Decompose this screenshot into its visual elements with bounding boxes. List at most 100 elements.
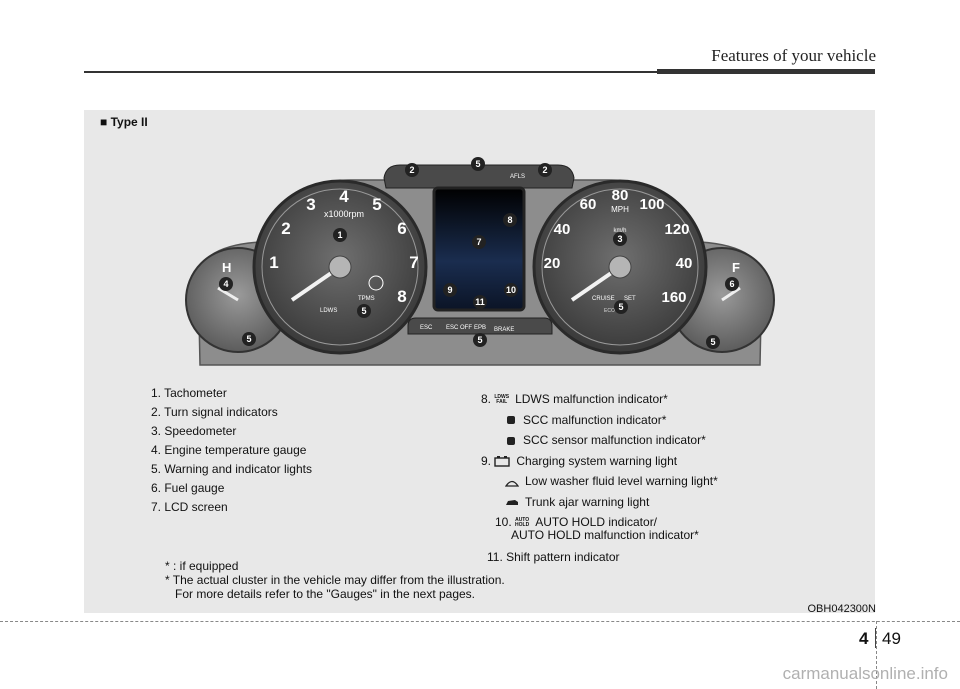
callout-10: 10 [506,285,516,295]
speed-tick-160: 160 [661,289,686,306]
callout-1-marker [333,228,347,242]
callout-9-marker [443,283,457,297]
legend-item-11: 11. Shift pattern indicator [487,549,620,564]
legend-item: 3. Speedometer [151,424,237,438]
callout-6-marker [725,277,739,291]
legend-item: 5. Warning and indicator lights [151,462,312,476]
callout-5-speedo: 5 [618,302,623,312]
footer-dashed-rule [0,621,960,622]
eco-label: ECO [604,308,615,314]
callout-5-tacho: 5 [361,306,366,316]
cruise-label: CRUISE [592,296,615,302]
callout-5-fuel-marker [706,335,720,349]
page-number: 49 [882,629,901,648]
scc-sensor-icon [507,436,515,445]
callout-5-temp-marker [242,332,256,346]
tacho-tick-1: 1 [269,253,278,272]
legend-item: 4. Engine temperature gauge [151,443,307,457]
speed-tick-80: 80 [612,187,629,204]
set-label: SET [624,296,636,302]
footnotes: * : if equipped * The actual cluster in … [165,559,505,601]
instrument-cluster-illustration: H F 1 2 3 4 5 6 7 8 x1000rpm TPMS LDWS 2… [185,157,775,366]
tacho-tick-3: 3 [306,195,315,214]
speed-tick-140: 40 [676,255,693,272]
callout-5-bottom-marker [473,333,487,347]
speed-tick-100: 100 [639,196,664,213]
callout-3-marker [613,232,627,246]
page-section: 4 [859,629,869,648]
esc-label: ESC [420,325,433,331]
scc-malfunction-icon [507,416,515,425]
tacho-tick-7: 7 [409,253,418,272]
legend-item: 2. Turn signal indicators [151,405,278,419]
footnote-refer: For more details refer to the "Gauges" i… [175,587,476,601]
tpms-label: TPMS [358,296,375,302]
speed-tick-20: 20 [544,255,561,272]
callout-5-tacho-marker [357,304,371,318]
callout-1: 1 [337,230,342,240]
speed-tick-40: 40 [554,221,571,238]
figure-code: OBH042300N [807,603,877,615]
callout-7-marker [472,235,486,249]
callout-7: 7 [476,237,481,247]
afls-label: AFLS [510,174,525,180]
ldws-fail-icon: LDWS FAIL [494,393,510,405]
fuel-needle [721,286,741,302]
trunk-ajar-icon [506,500,518,506]
speed-tick-60: 60 [580,196,597,213]
legend-left: 1. Tachometer 2. Turn signal indicators … [151,384,312,517]
legend-item-9c: Trunk ajar warning light [481,492,718,513]
footnote-if-equipped: * : if equipped [165,559,239,573]
callout-4-marker [219,277,233,291]
washer-fluid-icon [505,480,519,487]
callout-10-marker [504,283,518,297]
ldws-label: LDWS [320,308,337,314]
legend-item-8b: SCC malfunction indicator* [481,410,718,431]
bottom-indicator-bar [407,317,553,335]
brake-label: BRAKE [494,327,514,333]
callout-5-bottom: 5 [477,335,482,345]
callout-2-right-marker [538,163,552,177]
callout-8-marker [503,213,517,227]
header-rule [84,71,875,73]
legend-item: 6. Fuel gauge [151,481,225,495]
watermark: carmanualsonline.info [782,664,948,683]
temp-hot-label: H [222,260,231,275]
abs-icon [368,275,384,291]
tacho-tick-2: 2 [281,219,290,238]
footnote-illustration: * The actual cluster in the vehicle may … [165,573,505,587]
legend-item-9b: Low washer fluid level warning light* [481,471,718,492]
tacho-tick-5: 5 [372,195,381,214]
callout-8: 8 [507,215,512,225]
top-indicator-bar [383,164,575,189]
callout-11: 11 [475,297,485,307]
tacho-tick-8: 8 [397,287,406,306]
fuel-full-label: F [732,260,740,275]
auto-hold-icon: AUTO HOLD [515,516,530,528]
tacho-unit: x1000rpm [324,209,364,219]
page-header-title: Features of your vehicle [711,46,876,65]
callout-5-temp: 5 [246,334,251,344]
callout-5-top-marker [471,157,485,171]
callout-6: 6 [729,279,734,289]
temp-needle [217,286,239,302]
callout-9: 9 [447,285,452,295]
speed-tick-120: 120 [664,221,689,238]
callout-5-top: 5 [475,159,480,169]
callout-5-speedo-marker [614,300,628,314]
type-label: ■ Type II [100,115,148,129]
speed-unit: MPH [611,205,629,214]
callout-5-fuel: 5 [710,337,715,347]
page-number-separator [875,628,876,648]
epb-label: EPB [474,325,486,331]
callout-2-left-marker [405,163,419,177]
callout-2-right: 2 [542,165,547,175]
battery-icon [494,456,511,468]
header-rule-accent [657,69,875,74]
callout-4: 4 [223,279,228,289]
callout-2-left: 2 [409,165,414,175]
tacho-tick-6: 6 [397,219,406,238]
